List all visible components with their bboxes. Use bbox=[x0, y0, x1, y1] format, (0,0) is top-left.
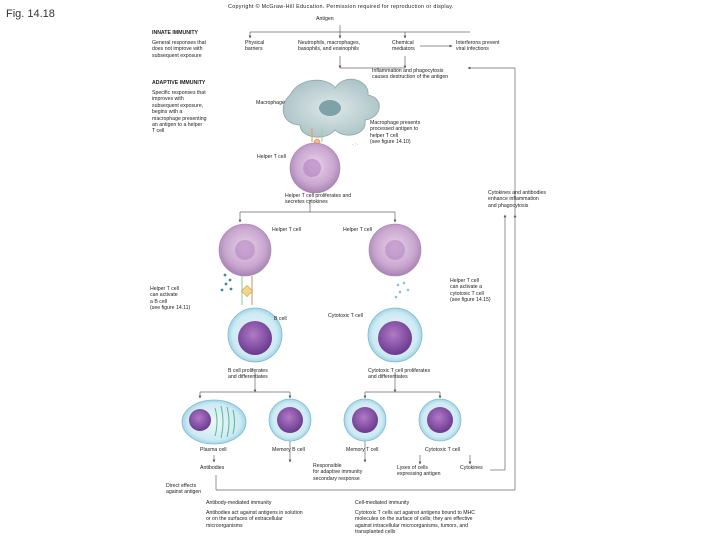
memory-t-label: Memory T cell bbox=[346, 447, 379, 453]
innate-description: General responses that does not improve … bbox=[152, 40, 206, 59]
plasma-cell-er bbox=[214, 405, 235, 439]
antibodies-label: Antibodies bbox=[200, 465, 225, 471]
phagocytes-label: Neutrophils, macrophages, basophils, and… bbox=[298, 40, 360, 53]
macrophage-nucleus bbox=[319, 100, 341, 116]
cell-mediated-heading: Cell-mediated immunity bbox=[355, 500, 410, 506]
b-cell-label: B cell bbox=[274, 316, 287, 322]
antigen-label: Antigen bbox=[316, 16, 334, 22]
cytokine-dots: · :· bbox=[352, 142, 358, 148]
helper-activates-tc-label: Helper T cell can activate a cytotoxic T… bbox=[450, 278, 491, 304]
antibody-mediated-description: Antibodies act against antigens in solut… bbox=[206, 510, 303, 529]
helper-t-right-label: Helper T cell bbox=[343, 227, 372, 233]
helper-activates-b-label: Helper T cell can activate a B cell (see… bbox=[150, 286, 191, 312]
direct-effects-label: Direct effects against antigen bbox=[166, 483, 202, 496]
innate-heading: INNATE IMMUNITY bbox=[152, 30, 199, 36]
helper-t-nucleus-top bbox=[303, 159, 321, 177]
connector-lines bbox=[198, 25, 517, 491]
helper-proliferates-label: Helper T cell proliferates and secretes … bbox=[285, 193, 352, 206]
copyright-notice: Copyright © McGraw-Hill Education. Permi… bbox=[228, 4, 454, 10]
cytotoxic-t-nucleus bbox=[378, 321, 412, 355]
cytokines-left bbox=[220, 273, 233, 292]
cytokines-right bbox=[394, 281, 410, 299]
antibody-mediated-heading: Antibody-mediated immunity bbox=[206, 500, 272, 506]
tc-proliferates-label: Cytotoxic T cell proliferates and differ… bbox=[368, 368, 431, 381]
helper-t-top-label: Helper T cell bbox=[257, 154, 286, 160]
b-cell-nucleus bbox=[238, 321, 272, 355]
figure-label: Fig. 14.18 bbox=[6, 8, 55, 20]
cytotoxic-t-bottom-label: Cytotoxic T cell bbox=[425, 447, 460, 453]
helper-t-nucleus-left bbox=[235, 240, 255, 260]
interferons-label: Interferons prevent viral infections bbox=[456, 40, 500, 53]
inflammation-label: Inflammation and phagocytosis causes des… bbox=[372, 68, 449, 81]
b-proliferates-label: B cell proliferates and differentiates bbox=[228, 368, 268, 381]
plasma-cell-nucleus bbox=[189, 409, 211, 431]
macrophage-label: Macrophage bbox=[256, 100, 285, 106]
helper-t-nucleus-right bbox=[385, 240, 405, 260]
chemical-mediators-label: Chemical mediators bbox=[392, 40, 415, 53]
macrophage-presents-label: Macrophage presents processed antigen to… bbox=[370, 120, 421, 146]
cytokines-label: Cytokines bbox=[460, 465, 483, 471]
memory-b-nucleus bbox=[277, 407, 303, 433]
antigen-complex bbox=[240, 284, 254, 298]
helper-t-left-label: Helper T cell bbox=[272, 227, 301, 233]
cytotoxic-t-nucleus-bottom bbox=[427, 407, 453, 433]
memory-b-label: Memory B cell bbox=[272, 447, 305, 453]
memory-t-nucleus bbox=[352, 407, 378, 433]
cell-mediated-description: Cytotoxic T cells act against antigens b… bbox=[355, 510, 476, 536]
plasma-cell-label: Plasma cell bbox=[200, 447, 227, 453]
cytotoxic-t-label: Cytotoxic T cell bbox=[328, 313, 363, 319]
physical-barriers-label: Physical barriers bbox=[245, 40, 265, 53]
cytokines-enhance-label: Cytokines and antibodies enhance inflamm… bbox=[488, 190, 546, 209]
adaptive-heading: ADAPTIVE IMMUNITY bbox=[152, 80, 206, 86]
responsible-secondary-label: Responsible for adaptive immunity second… bbox=[313, 463, 363, 482]
lyses-cells-label: Lyses of cells expressing antigen bbox=[397, 465, 441, 478]
adaptive-description: Specific responses that improves with su… bbox=[152, 90, 207, 135]
